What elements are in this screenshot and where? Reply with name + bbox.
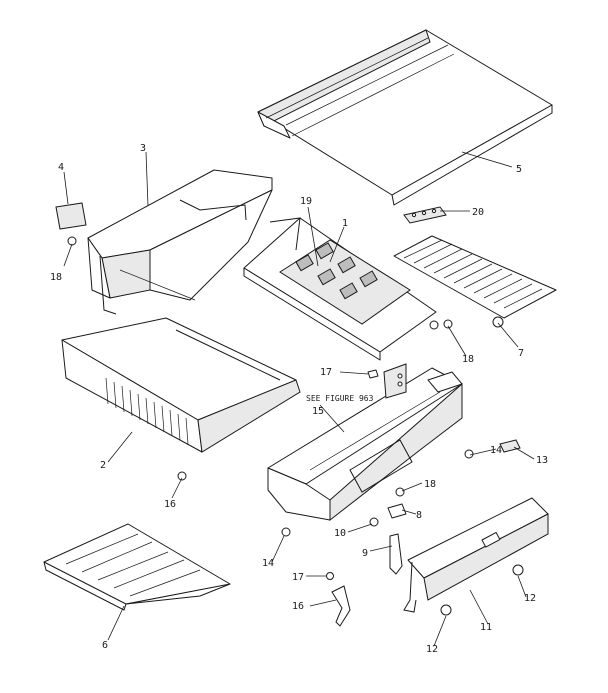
callout-19: 19 bbox=[300, 196, 312, 207]
callout-16-upper: 16 bbox=[164, 499, 176, 510]
part-1-mechanism bbox=[243, 217, 439, 361]
part-18-screw-left bbox=[67, 236, 77, 246]
callout-11: 11 bbox=[480, 622, 492, 633]
callout-12-right: 12 bbox=[524, 593, 536, 604]
callout-6: 6 bbox=[102, 640, 108, 651]
callout-2: 2 bbox=[100, 460, 106, 471]
part-20-plate bbox=[403, 206, 447, 224]
callout-14-left: 14 bbox=[262, 558, 274, 569]
part-12-screw-right bbox=[512, 564, 524, 576]
callout-4: 4 bbox=[58, 162, 64, 173]
part-15-front-housing bbox=[267, 367, 463, 522]
callout-5: 5 bbox=[516, 164, 522, 175]
callout-3: 3 bbox=[140, 143, 146, 154]
callout-8: 8 bbox=[416, 510, 422, 521]
part-5-top-cover bbox=[257, 29, 553, 206]
part-13-clip bbox=[499, 439, 521, 453]
part-14-washer bbox=[464, 449, 474, 459]
part-8-bracket bbox=[387, 503, 407, 519]
part-14-washer-lower bbox=[281, 527, 291, 537]
part-16-lever bbox=[331, 585, 351, 627]
callout-1: 1 bbox=[342, 218, 348, 229]
part-9-spring-arm bbox=[389, 533, 403, 575]
part-16-screw bbox=[177, 471, 187, 481]
callout-18-right: 18 bbox=[462, 354, 474, 365]
callout-16-lower: 16 bbox=[292, 601, 304, 612]
callout-labels: 1 2 3 4 5 6 7 8 9 10 11 12 12 13 14 14 1… bbox=[50, 143, 548, 655]
part-7-sheet-guide bbox=[393, 235, 557, 328]
callout-17-lower: 17 bbox=[292, 572, 304, 583]
callout-15: 15 bbox=[312, 406, 324, 417]
callout-7: 7 bbox=[518, 348, 524, 359]
callout-18-left: 18 bbox=[50, 272, 62, 283]
callout-18-lower: 18 bbox=[424, 479, 436, 490]
part-11-front-cover bbox=[403, 497, 549, 613]
part-17-screw bbox=[367, 369, 379, 379]
callout-17-upper: 17 bbox=[320, 367, 332, 378]
see-figure-note: SEE FIGURE 963 bbox=[306, 394, 374, 403]
part-6-paper-tray bbox=[43, 523, 231, 611]
callout-10: 10 bbox=[334, 528, 346, 539]
part-4-label bbox=[55, 202, 87, 230]
part-18-screw-lower bbox=[395, 487, 405, 497]
part-12-screw-lower bbox=[440, 604, 452, 616]
callout-9: 9 bbox=[362, 548, 368, 559]
callout-14-right: 14 bbox=[490, 445, 502, 456]
callout-13: 13 bbox=[536, 455, 548, 466]
part-10-screw bbox=[369, 517, 379, 527]
callout-20: 20 bbox=[472, 207, 484, 218]
part-3-upper-frame bbox=[87, 169, 273, 315]
part-18-screw-right bbox=[443, 319, 453, 329]
part-17-screw-lower bbox=[326, 572, 334, 580]
see-figure-bracket bbox=[383, 363, 407, 399]
part-2-base-housing bbox=[61, 317, 301, 453]
leader-lines bbox=[63, 151, 535, 647]
callout-12-lower: 12 bbox=[426, 644, 438, 655]
